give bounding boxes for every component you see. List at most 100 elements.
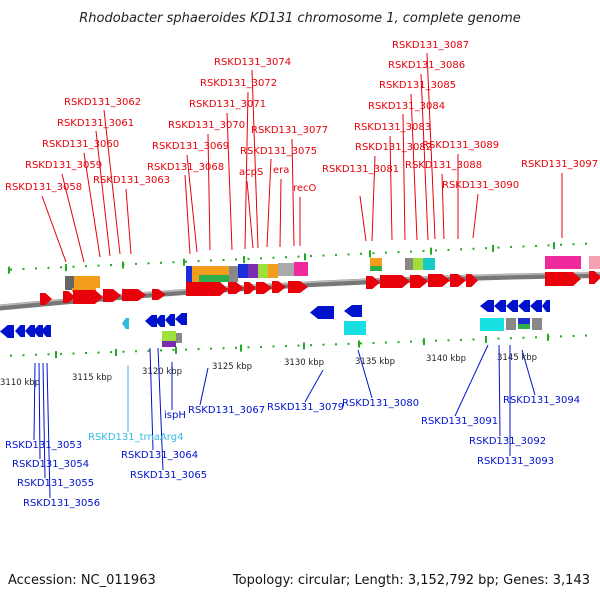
upper-track-dot: [435, 249, 437, 252]
lower-track-dot: [85, 352, 87, 355]
lower-track-major-tick: [303, 342, 305, 350]
reverse-gene-arrow: [165, 314, 175, 326]
lower-track-dot: [10, 354, 12, 357]
reverse-gene-arrow: [530, 300, 542, 312]
reverse-label-leader: [357, 349, 373, 399]
lower-track-dot: [260, 345, 262, 348]
forward-gene-label: RSKD131_3068: [147, 162, 224, 173]
reverse-gene-label: RSKD131_3056: [23, 498, 100, 509]
forward-label-leader: [359, 195, 367, 242]
reverse-gene-arrow: [542, 300, 550, 312]
reverse-gene-arrow: [344, 305, 362, 317]
forward-gene-arrow: [152, 289, 166, 300]
reverse-gene-label: RSKD131_3067: [188, 405, 265, 416]
reverse-gene-arrow: [33, 325, 43, 337]
feature-box: [518, 318, 530, 324]
forward-label-leader: [266, 158, 272, 248]
forward-label-leader: [251, 69, 259, 249]
reverse-gene-arrow: [145, 315, 157, 327]
gene-arrows: [0, 271, 600, 338]
feature-box: [65, 276, 74, 290]
upper-track-dot: [410, 250, 412, 253]
forward-gene-label: RSKD131_3075: [240, 146, 317, 157]
forward-gene-label: acpS: [239, 167, 263, 178]
reverse-gene-arrow: [506, 300, 518, 312]
forward-label-leader: [420, 73, 429, 241]
upper-track-dot: [335, 253, 337, 256]
lower-track-dot: [60, 352, 62, 355]
lower-track-dot: [472, 338, 475, 341]
lower-track-dot: [135, 350, 137, 353]
lower-track-dot: [310, 344, 312, 347]
forward-label-leader: [41, 195, 67, 263]
upper-track-major-tick: [122, 261, 124, 269]
upper-track-dot: [197, 260, 200, 263]
lower-track-major-tick: [175, 346, 177, 354]
map-title: Rhodobacter sphaeroides KD131 chromosome…: [79, 11, 520, 26]
upper-track-dot: [547, 244, 550, 247]
feature-box: [176, 333, 182, 343]
feature-box: [258, 264, 268, 278]
feature-box: [589, 256, 600, 269]
lower-track-dot: [522, 336, 525, 339]
forward-gene-label: RSKD131_3061: [57, 118, 134, 129]
upper-track-dot: [60, 266, 62, 269]
feature-boxes: [65, 256, 600, 347]
reverse-gene-arrow: [480, 300, 494, 312]
lower-track-major-tick: [358, 340, 360, 348]
forward-label-leader: [371, 155, 376, 242]
upper-track-dot: [160, 261, 162, 264]
forward-label-leader: [83, 152, 101, 258]
upper-track-dot: [260, 257, 262, 260]
reverse-gene-label: RSKD131_3080: [342, 398, 419, 409]
lower-track-dot: [97, 351, 100, 354]
upper-track-dot: [322, 254, 325, 257]
forward-label-leader: [426, 52, 436, 240]
forward-gene-label: RSKD131_3082: [355, 142, 432, 153]
forward-label-leader: [226, 112, 233, 251]
reverse-label-leader: [33, 362, 36, 441]
forward-gene-label: RSKD131_3059: [25, 160, 102, 171]
feature-box: [199, 275, 229, 282]
feature-box: [518, 324, 530, 329]
scale-label: 3130 kbp: [284, 358, 324, 368]
forward-gene-label: RSKD131_3063: [93, 175, 170, 186]
forward-label-leader: [103, 109, 121, 255]
lower-track-major-tick: [55, 351, 57, 359]
lower-track-dot: [297, 344, 300, 347]
forward-gene-arrow: [450, 274, 466, 287]
lower-track-dot: [322, 343, 325, 346]
upper-track-dot: [310, 255, 312, 258]
upper-track-dot: [247, 257, 250, 260]
forward-gene-label: RSKD131_3087: [392, 40, 469, 51]
upper-track-dot: [147, 262, 150, 265]
forward-label-leader: [125, 188, 132, 255]
upper-track-major-tick: [183, 258, 185, 266]
upper-track-dot: [297, 255, 300, 258]
forward-gene-arrow: [428, 274, 450, 287]
forward-label-leader: [244, 91, 249, 250]
upper-track-dot: [485, 247, 487, 250]
upper-track-major-tick: [65, 264, 67, 272]
upper-track-dot: [185, 260, 187, 263]
lower-track-dot: [410, 340, 412, 343]
reverse-label-leader: [498, 344, 501, 437]
forward-gene-label: RSKD131_3071: [189, 99, 266, 110]
reverse-label-leader: [149, 347, 154, 451]
lower-track-dot: [272, 345, 275, 348]
forward-gene-label: RSKD131_3081: [322, 164, 399, 175]
upper-track-major-tick: [304, 253, 306, 261]
forward-gene-arrow: [288, 281, 308, 293]
lower-track-dot: [247, 346, 250, 349]
lower-track-dot: [372, 341, 375, 344]
reverse-gene-label: RSKD131_3065: [130, 470, 207, 481]
feature-box: [186, 266, 192, 282]
scale-label: 3125 kbp: [212, 362, 252, 372]
reverse-gene-label: ispH: [164, 410, 186, 421]
upper-track-dot: [447, 248, 450, 251]
lower-track-major-tick: [240, 344, 242, 352]
forward-gene-label: RSKD131_3077: [251, 125, 328, 136]
scale-label: 3135 kbp: [355, 357, 395, 367]
feature-box: [532, 318, 542, 330]
forward-label-leader: [472, 193, 479, 239]
